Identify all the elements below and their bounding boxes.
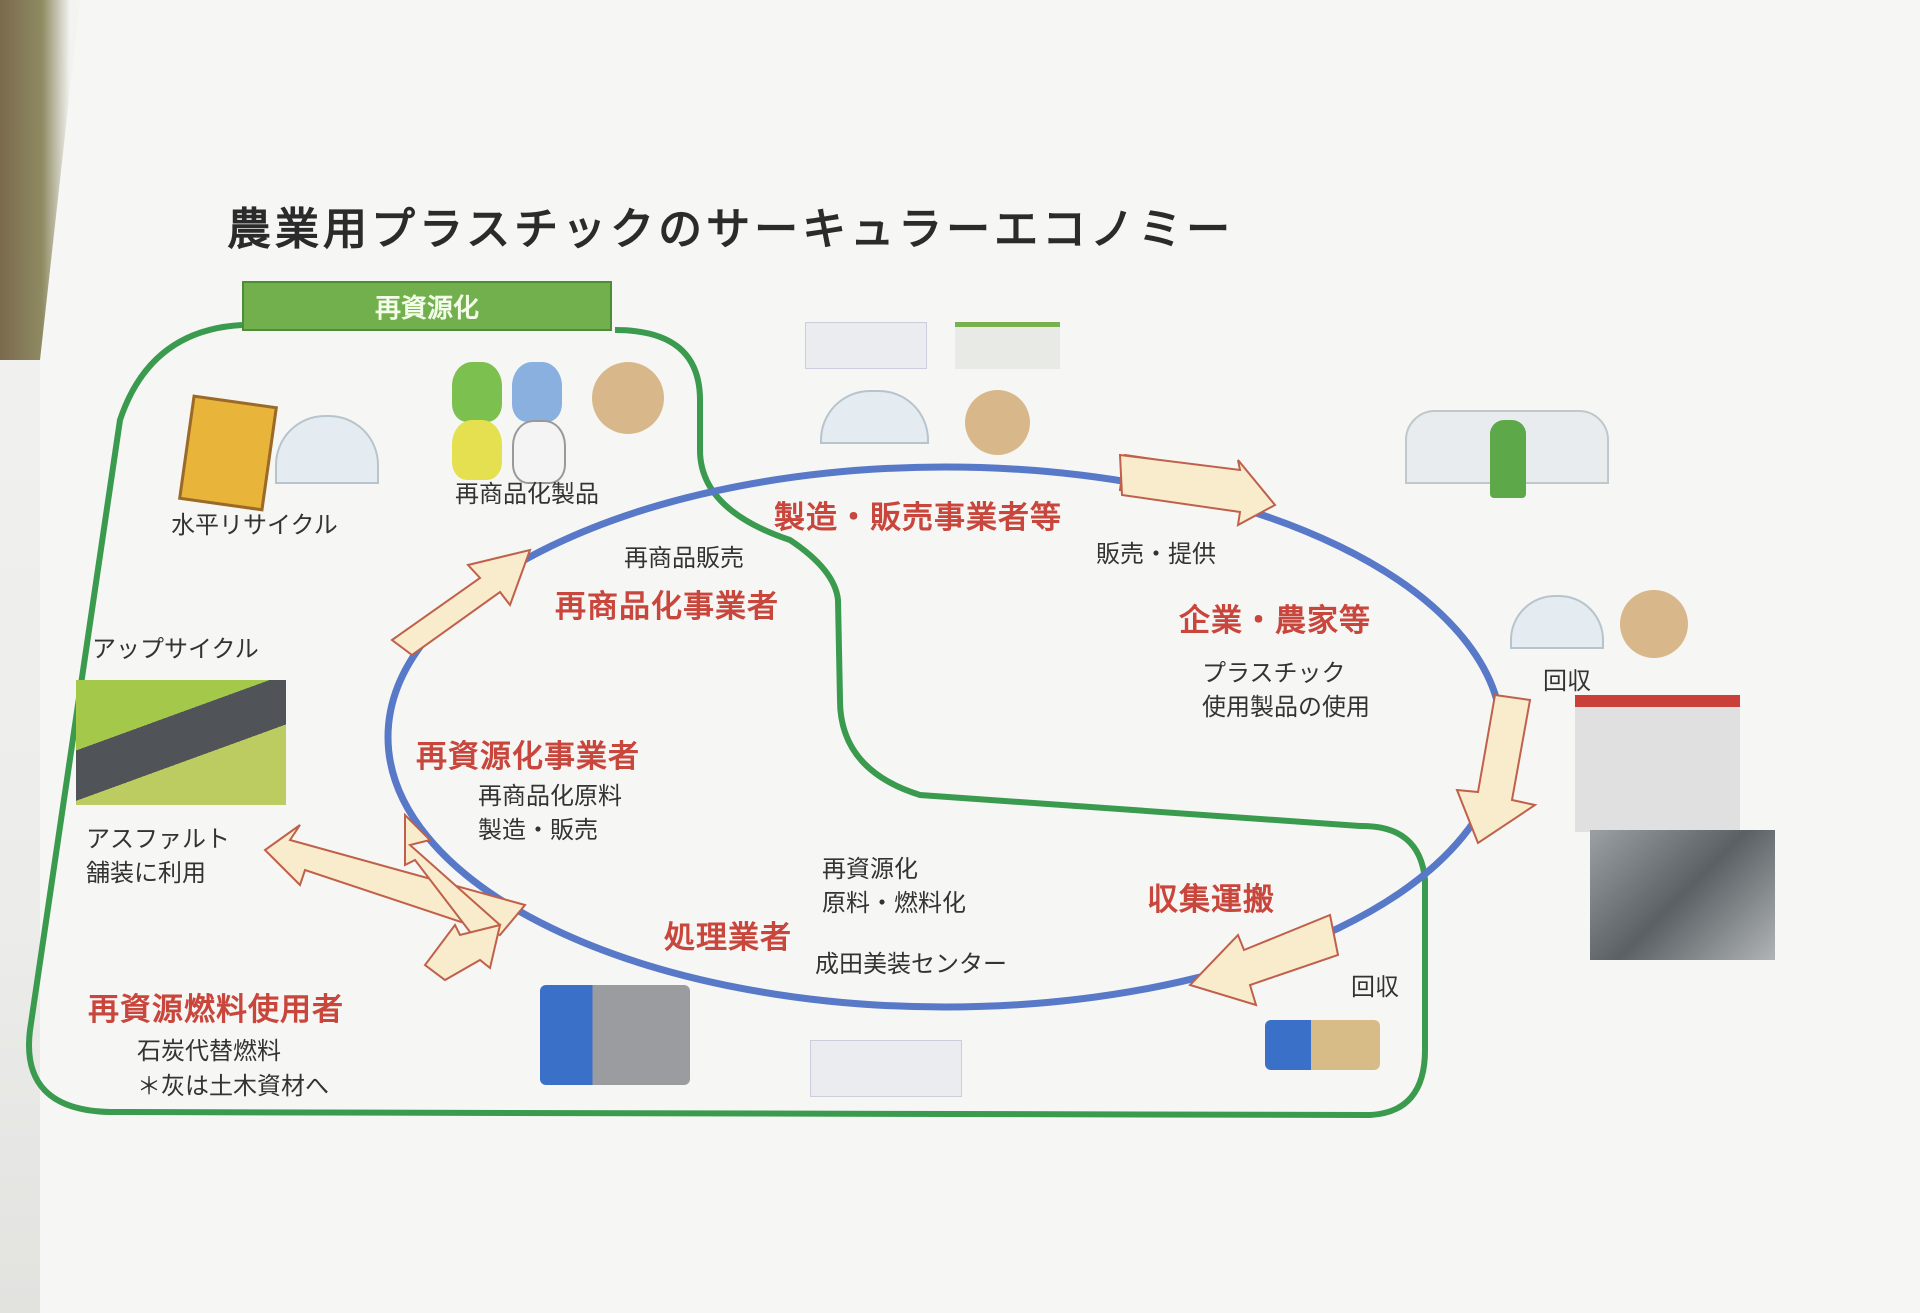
factory-icon bbox=[805, 322, 927, 369]
label-recycle-fuel-2: 原料・燃料化 bbox=[822, 889, 966, 917]
label-reproduct-products: 再商品化製品 bbox=[455, 480, 599, 508]
mulch-film-icon bbox=[1620, 590, 1688, 658]
recycling-header-box: 再資源化 bbox=[242, 281, 612, 331]
garbage-bag-green-icon bbox=[452, 362, 502, 422]
garbage-bag-yellow-icon bbox=[452, 420, 502, 480]
label-plastic-use-1: プラスチック bbox=[1202, 659, 1346, 687]
mulch-film-icon bbox=[965, 390, 1030, 455]
paper-sheet bbox=[40, 0, 1920, 1313]
road-paving-icon bbox=[76, 680, 286, 805]
label-resale: 再商品販売 bbox=[624, 544, 744, 572]
factory-icon bbox=[810, 1040, 962, 1097]
label-collect-right: 回収 bbox=[1543, 667, 1591, 695]
label-coal-2: ＊灰は土木資材へ bbox=[137, 1072, 329, 1100]
arrow-to-recyclers bbox=[404, 812, 502, 947]
actor-processors: 処理業者 bbox=[664, 920, 792, 956]
actor-recyclers: 再資源化事業者 bbox=[416, 739, 640, 775]
farmer-icon bbox=[1490, 420, 1526, 498]
arrow-to-farmers bbox=[1118, 453, 1277, 527]
fertilizer-bag-icon bbox=[178, 394, 278, 512]
label-upcycle: アップサイクル bbox=[92, 635, 259, 663]
arrow-to-reproducers bbox=[390, 548, 532, 657]
label-raw-material-1: 再商品化原料 bbox=[478, 782, 622, 810]
arrow-to-fuel-users bbox=[423, 923, 502, 982]
label-center-name: 成田美装センター bbox=[815, 950, 1007, 978]
actor-fuel-users: 再資源燃料使用者 bbox=[88, 992, 344, 1028]
label-raw-material-2: 製造・販売 bbox=[478, 816, 598, 844]
label-plastic-use-2: 使用製品の使用 bbox=[1202, 693, 1370, 721]
shredded-plastic-photo bbox=[1590, 830, 1775, 960]
garbage-bag-blue-icon bbox=[512, 362, 562, 422]
actor-collection: 収集運搬 bbox=[1147, 882, 1275, 918]
recycling-plant-icon bbox=[1575, 695, 1740, 832]
label-sales-supply: 販売・提供 bbox=[1096, 540, 1216, 568]
actor-companies-farmers: 企業・農家等 bbox=[1179, 603, 1371, 639]
warehouse-icon bbox=[955, 322, 1060, 369]
page-title: 農業用プラスチックのサーキュラーエコノミー bbox=[227, 204, 1235, 255]
label-collect-bottom: 回収 bbox=[1351, 973, 1399, 1001]
label-horizontal-recycle: 水平リサイクル bbox=[171, 511, 338, 539]
truck-icon bbox=[540, 985, 690, 1085]
actor-reproducers: 再商品化事業者 bbox=[555, 589, 779, 625]
small-truck-icon bbox=[1265, 1020, 1380, 1070]
label-asphalt-2: 舗装に利用 bbox=[86, 859, 206, 887]
arrow-collect-right bbox=[1455, 693, 1538, 845]
label-recycle-fuel-1: 再資源化 bbox=[822, 855, 918, 883]
label-coal-1: 石炭代替燃料 bbox=[137, 1037, 281, 1065]
actor-manufacturers: 製造・販売事業者等 bbox=[774, 500, 1062, 536]
recycling-loop-line bbox=[26, 322, 1428, 1119]
mulch-film-icon bbox=[592, 362, 664, 434]
garbage-bag-white-icon bbox=[512, 420, 566, 484]
label-asphalt-1: アスファルト bbox=[86, 825, 230, 853]
arrow-collect-bottom bbox=[1188, 913, 1340, 1007]
